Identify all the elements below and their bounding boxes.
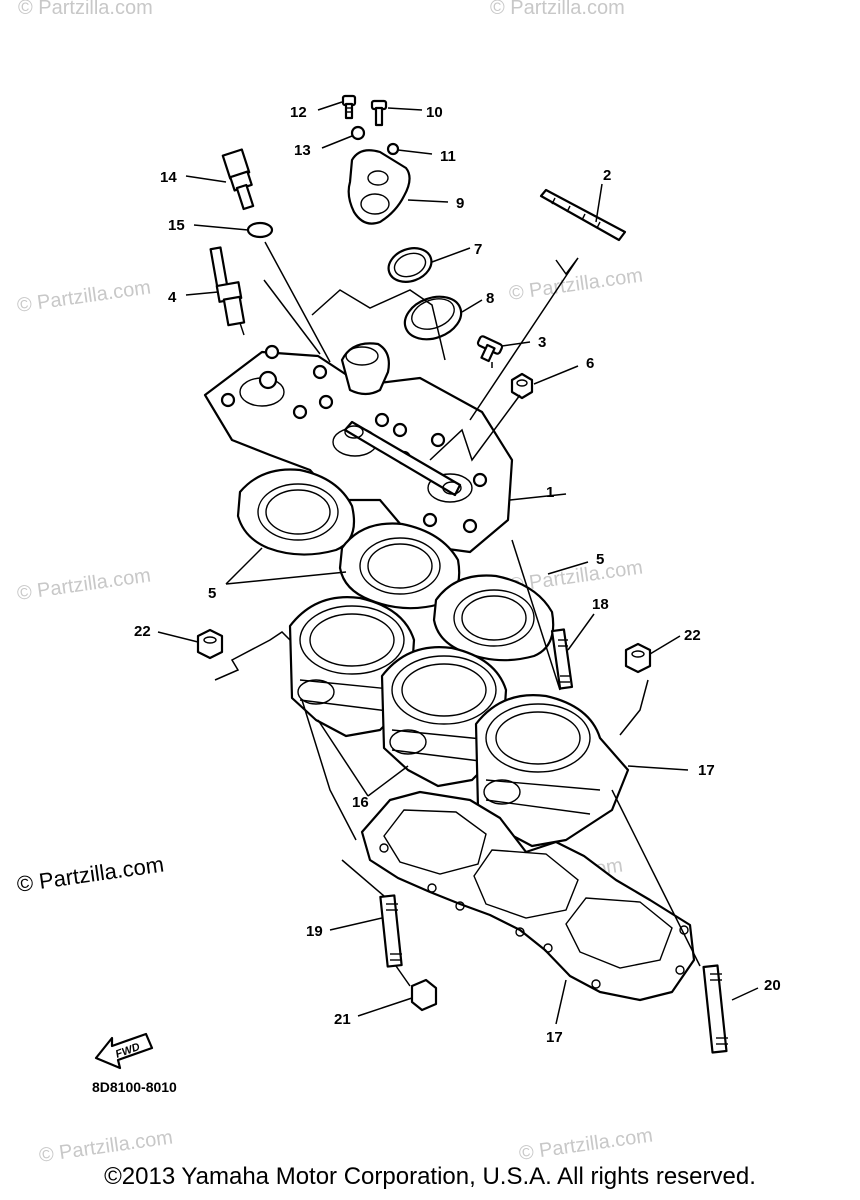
part-3-fitting: [476, 335, 504, 363]
callout-15: 15: [168, 217, 185, 234]
part-4-spark-plug: [209, 246, 246, 336]
part-2-gasket: [539, 188, 627, 242]
part-7-o-ring: [387, 247, 433, 283]
watermark-left-1: © Partzilla.com: [16, 276, 153, 317]
callout-17-right: 17: [698, 762, 715, 779]
callout-19: 19: [306, 923, 323, 940]
part-1-cylinder-head: [203, 342, 514, 554]
watermark-right-1: © Partzilla.com: [508, 264, 645, 305]
callout-17-bottom: 17: [546, 1029, 563, 1046]
callout-1: 1: [546, 484, 554, 501]
callout-2: 2: [603, 167, 611, 184]
watermark-bottom-left: © Partzilla.com: [38, 1126, 175, 1167]
copyright-notice: ©2013 Yamaha Motor Corporation, U.S.A. A…: [104, 1163, 756, 1190]
watermark-bottom-right: © Partzilla.com: [518, 1124, 655, 1165]
part-21-nut: [410, 978, 438, 1012]
part-5-head-gasket-1: [236, 468, 356, 556]
watermarks: © Partzilla.com © Partzilla.com © Partzi…: [16, 0, 655, 1167]
callout-9: 9: [456, 195, 464, 212]
callout-12: 12: [290, 104, 307, 121]
callout-22-right: 22: [684, 627, 701, 644]
part-22-nut-right: [624, 642, 652, 674]
part-11-washer: [386, 142, 400, 156]
watermark-left-2: © Partzilla.com: [16, 564, 153, 605]
part-5-head-gasket-2: [338, 522, 461, 610]
callout-18: 18: [592, 596, 609, 613]
part-9-thermostat-cover: [347, 149, 411, 225]
part-6-nut: [510, 372, 534, 400]
part-22-nut-left: [196, 628, 224, 660]
callout-5-left: 5: [208, 585, 216, 602]
watermark-prominent: © Partzilla.com: [15, 852, 165, 897]
part-10-bolt: [370, 99, 388, 127]
assembly-guide-lines: [214, 241, 701, 987]
callout-14: 14: [160, 169, 177, 186]
diagram-code: 8D8100-8010: [92, 1079, 177, 1095]
part-13-washer: [350, 125, 366, 141]
callout-10: 10: [426, 104, 443, 121]
callout-13: 13: [294, 142, 311, 159]
callout-16: 16: [352, 794, 369, 811]
callout-22-left: 22: [134, 623, 151, 640]
part-15-washer: [246, 221, 274, 239]
part-8-seal: [403, 295, 463, 341]
part-12-bolt: [341, 94, 357, 120]
part-19-stud: [379, 894, 403, 968]
fwd-arrow: FWD: [94, 1032, 154, 1070]
callout-6-top: 6: [586, 355, 594, 372]
part-14-sensor: [221, 148, 255, 211]
watermark-top-left: © Partzilla.com: [18, 0, 153, 19]
callout-21: 21: [334, 1011, 351, 1028]
callout-11: 11: [440, 148, 456, 165]
callout-20: 20: [764, 977, 781, 994]
callout-8: 8: [486, 290, 494, 307]
watermark-top-right: © Partzilla.com: [490, 0, 625, 19]
callout-3: 3: [538, 334, 546, 351]
callout-7: 7: [474, 241, 482, 258]
callout-5-right: 5: [596, 551, 604, 568]
part-20-stud: [702, 964, 728, 1054]
part-16-cylinder-3: [474, 694, 630, 848]
callout-labels: 1 2 3 4 5 5 6 6 7 8 9 10 11 12 13 14 15 …: [134, 104, 781, 1046]
callout-leaders: [157, 101, 759, 1025]
part-18-stud: [550, 628, 574, 690]
callout-4: 4: [168, 289, 177, 306]
part-5-head-gasket-3: [432, 574, 555, 662]
